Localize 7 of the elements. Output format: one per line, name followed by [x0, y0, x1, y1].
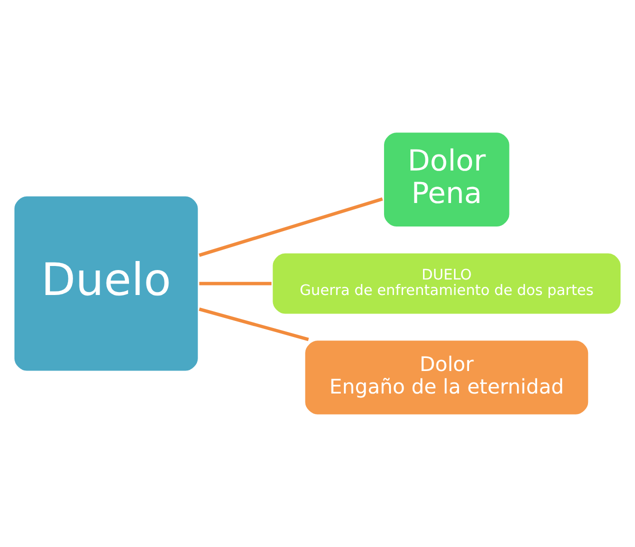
node-box: Dolor Pena — [382, 130, 512, 229]
connector — [199, 282, 272, 286]
connector — [198, 307, 309, 342]
node-box: DUELO Guerra de enfrentamiento de dos partes — [270, 251, 623, 316]
node-box: Dolor Engaño de la eternidad — [302, 338, 590, 417]
connector — [198, 197, 383, 257]
node-box: Duelo — [12, 194, 200, 374]
